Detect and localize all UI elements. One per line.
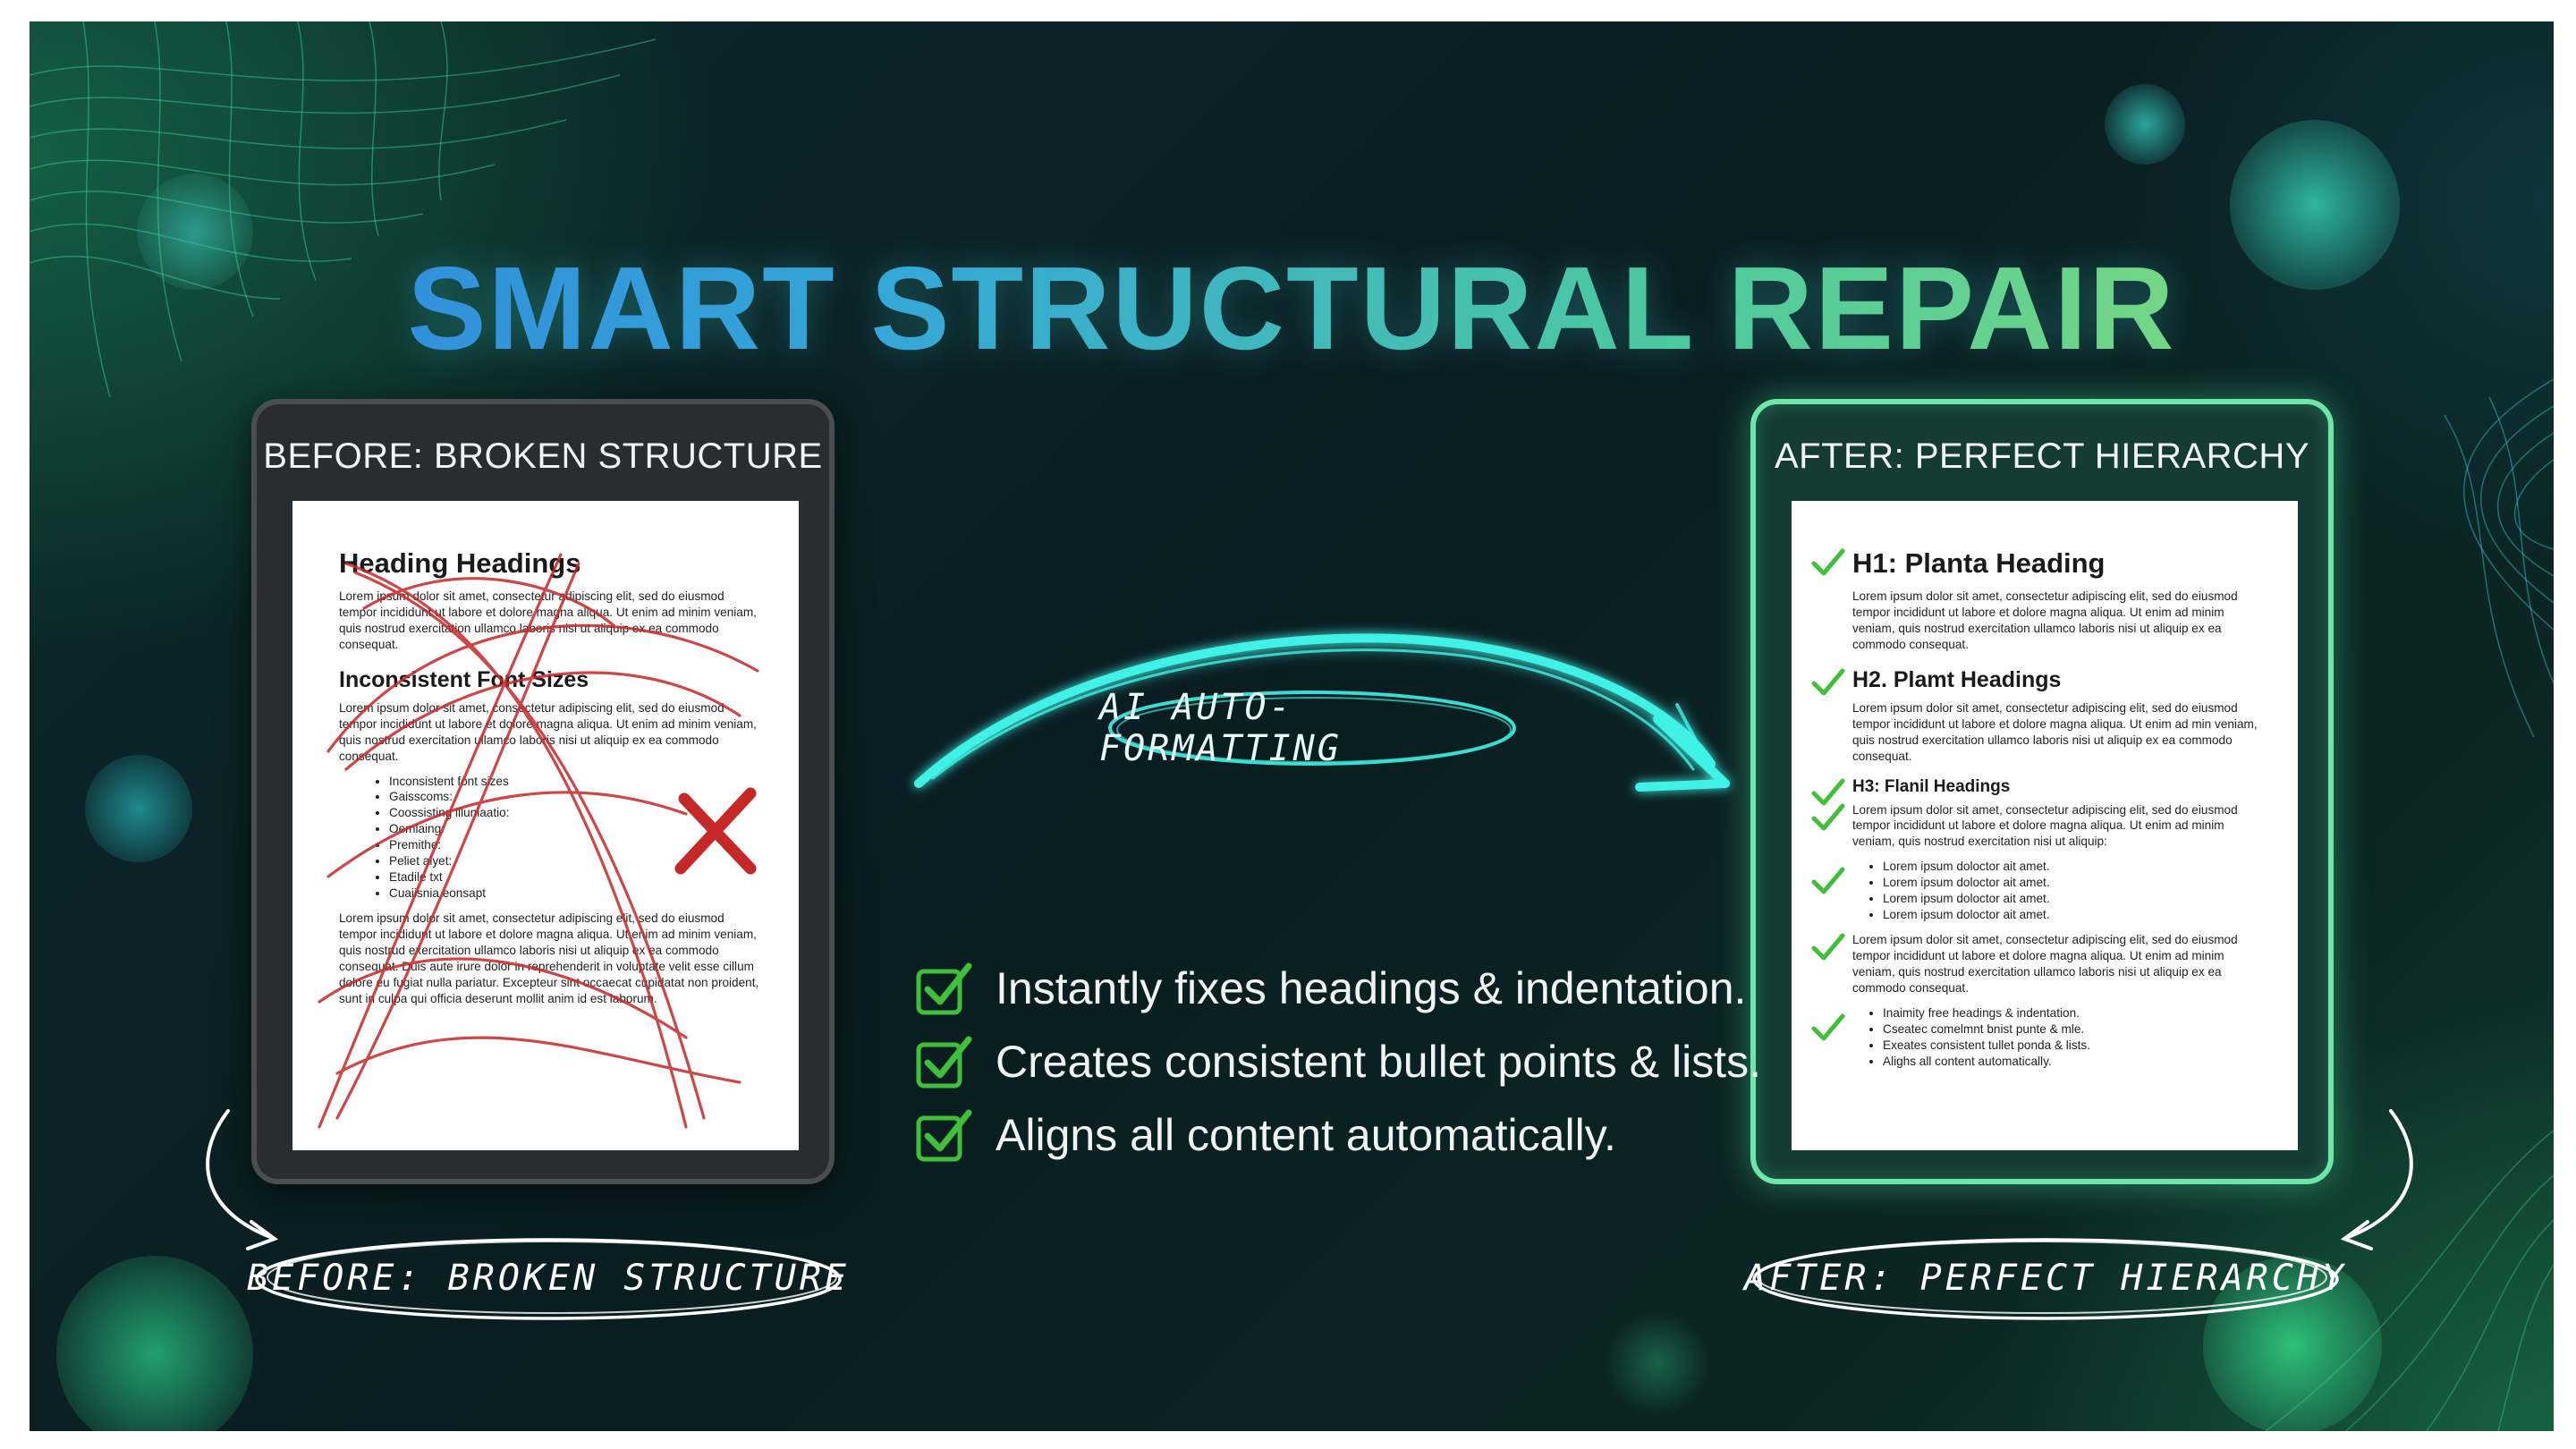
bokeh-orb-decoration bbox=[85, 755, 192, 862]
bokeh-orb-decoration bbox=[2230, 120, 2400, 290]
list-item: Lorem ipsum doloctor ait amet. bbox=[1883, 891, 2262, 907]
doc-section: H1: Planta Heading Lorem ipsum dolor sit… bbox=[1811, 547, 2262, 653]
after-bottom-label: AFTER: PERFECT HIERARCHY bbox=[1741, 1229, 2350, 1327]
benefits-list: Instantly fixes headings & indentation. … bbox=[915, 952, 1761, 1172]
checkbox-check-icon bbox=[916, 1036, 972, 1089]
after-document-page: H1: Planta Heading Lorem ipsum dolor sit… bbox=[1792, 501, 2298, 1150]
doc-paragraph: Lorem ipsum dolor sit amet, consectetur … bbox=[1852, 802, 2238, 849]
benefit-item: Instantly fixes headings & indentation. bbox=[915, 952, 1761, 1025]
list-item: Lorem ipsum doloctor ait amet. bbox=[1883, 875, 2262, 891]
bokeh-orb-decoration bbox=[137, 174, 253, 290]
benefit-text: Instantly fixes headings & indentation. bbox=[996, 963, 1747, 1013]
list-item: Cseatec comelmnt bnist punte & mle. bbox=[1883, 1021, 2262, 1038]
doc-section: Lorem ipsum doloctor ait amet. Lorem ips… bbox=[1811, 859, 2262, 923]
before-document-page: Heading Headings Lorem ipsum dolor sit a… bbox=[292, 501, 799, 1150]
bokeh-orb-decoration bbox=[2203, 1256, 2382, 1431]
bokeh-orb-decoration bbox=[56, 1256, 253, 1431]
benefit-item: Aligns all content automatically. bbox=[915, 1098, 1761, 1172]
doc-section: H3: Flanil Headings bbox=[1811, 776, 2262, 805]
ai-auto-formatting-text: AI AUTO-FORMATTING bbox=[1099, 687, 1342, 769]
before-panel: BEFORE: BROKEN STRUCTURE Heading Heading… bbox=[251, 399, 835, 1184]
doc-paragraph: Lorem ipsum dolor sit amet, consectetur … bbox=[339, 700, 757, 763]
ai-auto-formatting-label: AI AUTO-FORMATTING bbox=[1099, 683, 1525, 773]
check-icon bbox=[1811, 803, 1845, 830]
wire-mesh-decoration bbox=[30, 21, 656, 397]
after-bottom-label-text: AFTER: PERFECT HIERARCHY bbox=[1744, 1258, 2347, 1299]
check-icon bbox=[1811, 1013, 1845, 1041]
doc-paragraph: Lorem ipsum dolor sit amet, consectetur … bbox=[339, 911, 759, 1005]
bokeh-orb-decoration bbox=[1604, 1309, 1711, 1417]
wire-mesh-decoration bbox=[2266, 1130, 2554, 1431]
doc-section: H2. Plamt Headings Lorem ipsum dolor sit… bbox=[1811, 667, 2262, 765]
curved-arrow-icon bbox=[914, 633, 1730, 792]
doc-section: Inaimity free headings & indentation. Cs… bbox=[1811, 1005, 2262, 1070]
doc-paragraph: Lorem ipsum dolor sit amet, consectetur … bbox=[339, 589, 757, 651]
checkbox-check-icon bbox=[916, 1109, 972, 1162]
check-icon bbox=[1811, 933, 1845, 961]
checkbox-check-icon bbox=[916, 962, 972, 1015]
slide-background: SMART STRUCTURAL REPAIR BEFORE: BROKEN S… bbox=[30, 21, 2554, 1431]
list-item: Exeates consistent tullet ponda & lists. bbox=[1883, 1038, 2262, 1054]
after-panel-header: AFTER: PERFECT HIERARCHY bbox=[1775, 436, 2309, 476]
doc-heading-h1: H1: Planta Heading bbox=[1852, 547, 2106, 579]
check-icon bbox=[1811, 668, 1845, 696]
benefit-text: Creates consistent bullet points & lists… bbox=[996, 1037, 1761, 1087]
benefit-text: Aligns all content automatically. bbox=[996, 1110, 1616, 1160]
check-icon bbox=[1811, 778, 1845, 805]
check-icon bbox=[1811, 548, 1845, 576]
red-x-icon bbox=[674, 787, 757, 875]
doc-paragraph: Lorem ipsum dolor sit amet, consectetur … bbox=[1852, 589, 2238, 651]
doc-heading: Inconsistent Font Sizes bbox=[339, 666, 589, 692]
before-bottom-label: BEFORE: BROKEN STRUCTURE bbox=[244, 1229, 852, 1327]
after-panel: AFTER: PERFECT HIERARCHY H1: Planta Head… bbox=[1750, 399, 2334, 1184]
doc-list: Inaimity free headings & indentation. Cs… bbox=[1852, 1005, 2262, 1070]
before-bottom-label-text: BEFORE: BROKEN STRUCTURE bbox=[247, 1258, 850, 1299]
curved-arrow-icon bbox=[206, 1109, 279, 1250]
list-item: Lorem ipsum doloctor ait amet. bbox=[1883, 859, 2262, 875]
list-item: Cuaiisnia eonsapt bbox=[389, 886, 763, 902]
oval-outline-decoration bbox=[1752, 1238, 2339, 1320]
benefit-item: Creates consistent bullet points & lists… bbox=[915, 1025, 1761, 1098]
list-item: Lorem ipsum doloctor ait amet. bbox=[1883, 907, 2262, 923]
doc-heading: Heading Headings bbox=[339, 547, 581, 579]
curved-arrow-icon bbox=[2340, 1109, 2413, 1250]
doc-list: Lorem ipsum doloctor ait amet. Lorem ips… bbox=[1852, 859, 2262, 923]
doc-heading-h2: H2. Plamt Headings bbox=[1852, 666, 2062, 692]
pill-outline-decoration bbox=[1108, 691, 1516, 766]
list-item: Alighs all content automatically. bbox=[1883, 1054, 2262, 1070]
list-item: Inaimity free headings & indentation. bbox=[1883, 1005, 2262, 1021]
oval-outline-decoration bbox=[255, 1238, 842, 1320]
doc-heading-h3: H3: Flanil Headings bbox=[1852, 776, 2011, 796]
check-icon bbox=[1811, 867, 1845, 894]
page-title: SMART STRUCTURAL REPAIR bbox=[30, 250, 2554, 368]
doc-paragraph: Lorem ipsum dolor sit amet, consectetur … bbox=[1852, 933, 2238, 995]
before-panel-header: BEFORE: BROKEN STRUCTURE bbox=[263, 436, 823, 476]
doc-paragraph: Lorem ipsum dolor sit amet, consectetur … bbox=[1852, 700, 2258, 763]
bokeh-orb-decoration bbox=[2105, 84, 2185, 165]
doc-section: Lorem ipsum dolor sit amet, consectetur … bbox=[1811, 932, 2262, 996]
wire-mesh-decoration bbox=[2444, 378, 2554, 737]
doc-section: Lorem ipsum dolor sit amet, consectetur … bbox=[1811, 802, 2262, 851]
